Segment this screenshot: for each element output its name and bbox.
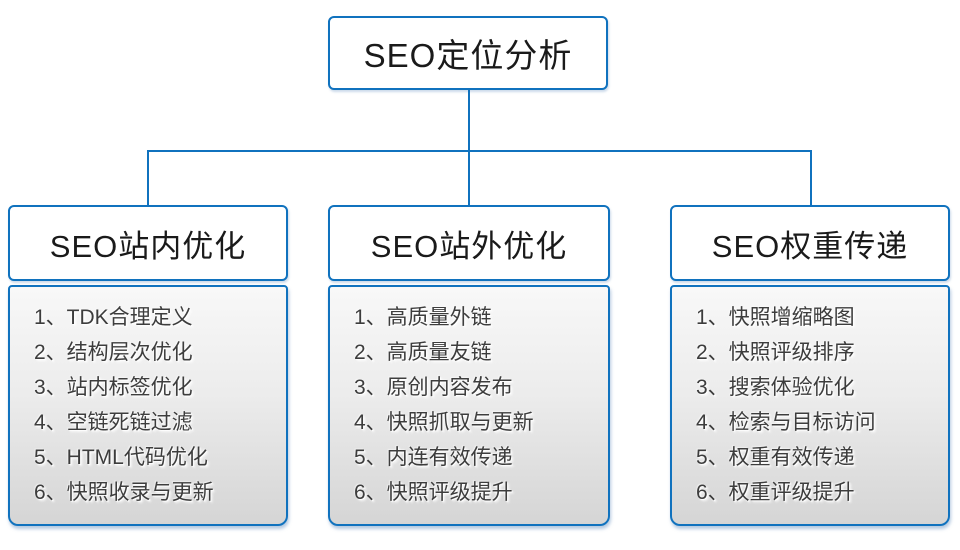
- branch-list-weight: 1、快照增缩略图 2、快照评级排序 3、搜索体验优化 4、检索与目标访问 5、权…: [670, 285, 950, 526]
- branch-list-offsite: 1、高质量外链 2、高质量友链 3、原创内容发布 4、快照抓取与更新 5、内连有…: [328, 285, 610, 526]
- list-item: 5、权重有效传递: [696, 446, 855, 469]
- connector-left-drop-line: [147, 150, 149, 205]
- branch-title: SEO站外优化: [370, 228, 568, 264]
- list-item: 4、快照抓取与更新: [354, 411, 534, 434]
- list-item: 6、快照评级提升: [354, 481, 513, 504]
- branch-header-weight: SEO权重传递: [670, 205, 950, 281]
- list-item: 5、内连有效传递: [354, 446, 513, 469]
- branch-list-onsite: 1、TDK合理定义 2、结构层次优化 3、站内标签优化 4、空链死链过滤 5、H…: [8, 285, 288, 526]
- connector-root-vertical-line: [468, 90, 470, 151]
- list-item: 1、TDK合理定义: [34, 306, 193, 329]
- branch-title: SEO权重传递: [711, 228, 909, 264]
- branch-header-offsite: SEO站外优化: [328, 205, 610, 281]
- list-item: 2、结构层次优化: [34, 341, 193, 364]
- branch-header-onsite: SEO站内优化: [8, 205, 288, 281]
- branch-title: SEO站内优化: [49, 228, 247, 264]
- connector-right-drop-line: [810, 150, 812, 205]
- list-item: 3、站内标签优化: [34, 376, 193, 399]
- list-item: 1、高质量外链: [354, 306, 492, 329]
- list-item: 4、检索与目标访问: [696, 411, 876, 434]
- list-item: 1、快照增缩略图: [696, 306, 855, 329]
- root-node: SEO定位分析: [328, 16, 608, 90]
- list-item: 3、原创内容发布: [354, 376, 513, 399]
- root-node-label: SEO定位分析: [363, 37, 573, 74]
- connector-horizontal-bus-line: [147, 150, 812, 152]
- list-item: 4、空链死链过滤: [34, 411, 193, 434]
- connector-middle-drop-line: [468, 150, 470, 205]
- list-item: 5、HTML代码优化: [34, 446, 208, 469]
- list-item: 6、快照收录与更新: [34, 481, 214, 504]
- list-item: 3、搜索体验优化: [696, 376, 855, 399]
- list-item: 6、权重评级提升: [696, 481, 855, 504]
- list-item: 2、高质量友链: [354, 341, 492, 364]
- list-item: 2、快照评级排序: [696, 341, 855, 364]
